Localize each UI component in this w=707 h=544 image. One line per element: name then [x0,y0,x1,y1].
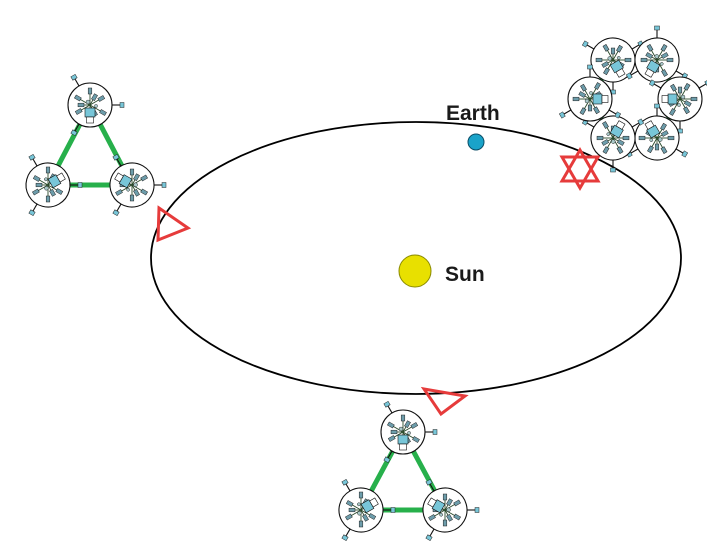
spacecraft-hex-4 [625,103,689,161]
orbit-marker-triangle-left [156,205,192,243]
orbit-marker-triangle-bottom [420,386,469,417]
spacecraft-left-top [67,73,125,137]
earth-icon [467,133,485,151]
sun-label: Sun [445,263,485,286]
spacecraft-layer [25,25,707,542]
spacecraft-hex-5 [581,115,645,173]
formation-links-triangle-bottom [358,429,448,513]
spacecraft-left-left [25,153,83,217]
spacecraft-bottom-right [422,478,480,542]
formation-links-triangle-left [45,102,135,188]
sun-icon [398,254,432,288]
spacecraft-bottom-top [380,400,438,464]
spacecraft-bottom-left [338,478,396,542]
earth-label: Earth [446,102,500,125]
earth-orbit-ellipse [150,121,682,395]
spacecraft-hex-2 [625,25,689,83]
spacecraft-left-right [109,153,167,217]
spacecraft-hex-6 [558,64,622,122]
orbit-marker-star-right [559,147,601,191]
spacecraft-hex-3 [648,76,707,134]
spacecraft-hex-1 [581,37,645,95]
